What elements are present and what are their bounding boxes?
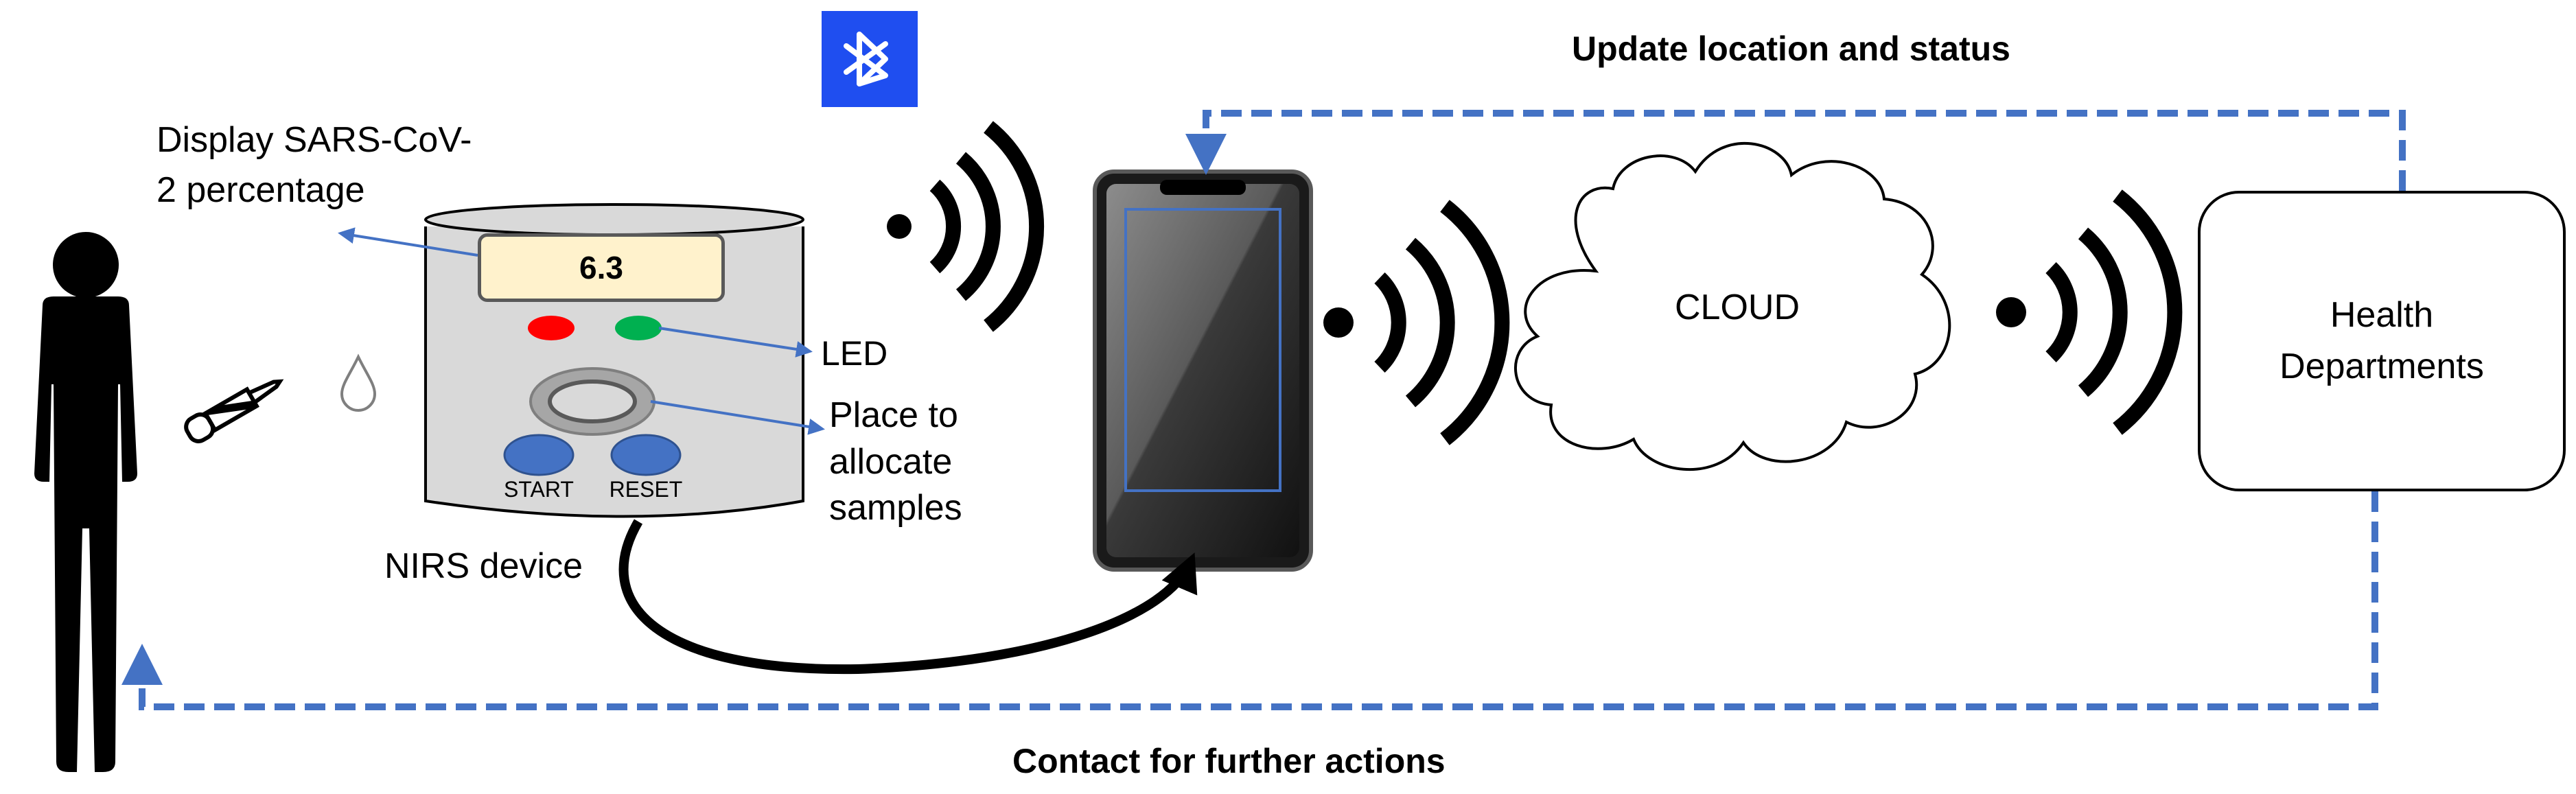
start-button[interactable] xyxy=(503,434,575,476)
display-pointer-arrow xyxy=(338,227,478,257)
contact-actions-arrow xyxy=(121,491,2378,710)
health-departments-box: Health Departments xyxy=(2198,191,2566,491)
smartphone-icon xyxy=(1093,170,1313,572)
wireless-signal-icon xyxy=(1996,189,2183,435)
transfer-arrow xyxy=(618,519,1198,675)
led-label: LED xyxy=(821,334,888,373)
led-red xyxy=(528,316,575,340)
display-value: 6.3 xyxy=(478,233,725,302)
droplet-icon xyxy=(340,353,377,412)
sample-pointer-arrow xyxy=(650,400,825,435)
bluetooth-icon xyxy=(822,11,918,107)
wireless-signal-icon xyxy=(1323,200,1510,445)
display-caption: Display SARS-CoV- 2 percentage xyxy=(156,120,472,210)
start-label: START xyxy=(504,477,574,502)
led-pointer-arrow xyxy=(658,327,813,358)
cloud-label: CLOUD xyxy=(1675,288,1800,327)
led-green xyxy=(615,316,662,340)
contact-flow-label: Contact for further actions xyxy=(1012,742,1446,780)
wireless-signal-icon xyxy=(887,121,1045,332)
sample-place-label: Place to allocate samples xyxy=(829,395,962,528)
reset-button[interactable] xyxy=(610,434,682,476)
update-flow-label: Update location and status xyxy=(1572,30,2010,68)
pipette-icon xyxy=(184,379,284,443)
person-icon xyxy=(34,232,137,772)
cloud-icon xyxy=(1513,141,1951,471)
reset-label: RESET xyxy=(609,477,683,502)
update-location-arrow xyxy=(1185,110,2406,191)
sample-slot xyxy=(529,367,655,436)
device-name-label: NIRS device xyxy=(384,546,583,586)
